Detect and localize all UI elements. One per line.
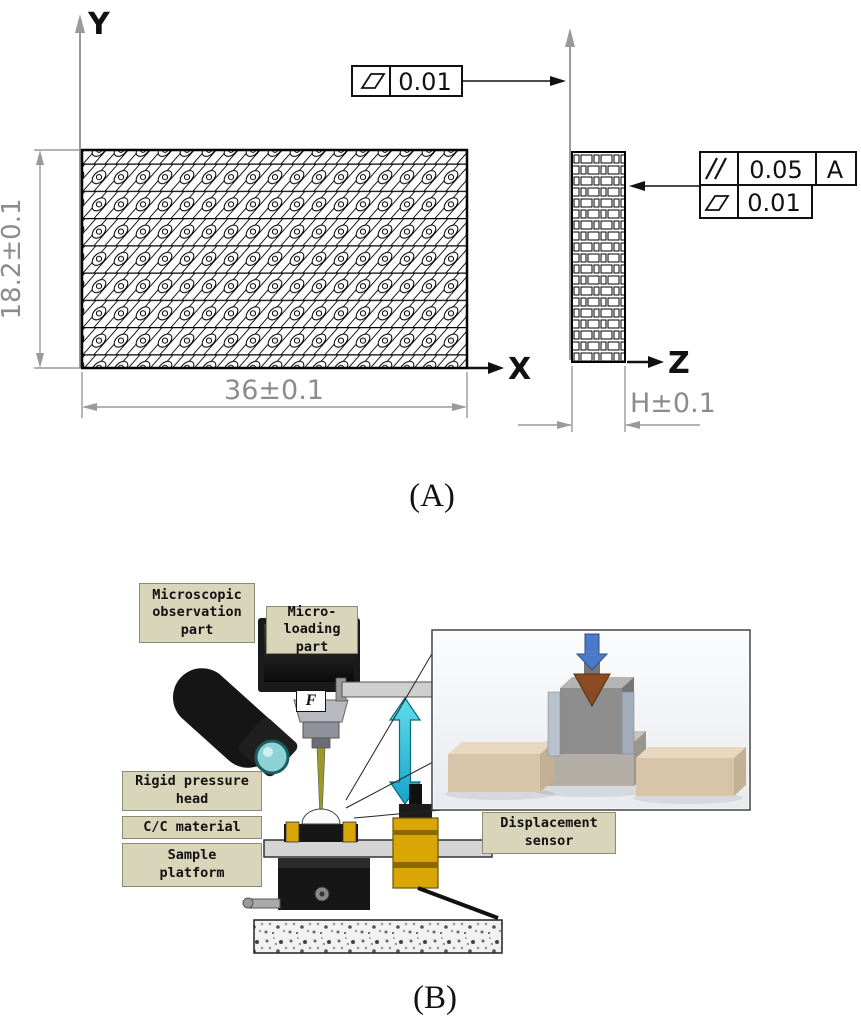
microscope-lens <box>254 739 290 775</box>
z-axis-label: Z <box>668 346 690 381</box>
loading-head <box>293 699 349 819</box>
fcf-flatness-side-value: 0.01 <box>747 189 800 217</box>
panel-b-schematic <box>172 618 751 954</box>
fcf-flatness-top <box>351 65 566 97</box>
panel-b-label: (B) <box>413 980 457 1016</box>
inset-left-base <box>448 742 554 792</box>
height-dimension <box>34 149 80 369</box>
pressure-needle <box>316 747 326 819</box>
inset-load-arrow-icon <box>575 633 609 671</box>
callout-sample-platform: Sample platform <box>122 843 262 887</box>
leader-arrow-icon <box>629 181 645 191</box>
sample-assembly <box>284 808 358 843</box>
y-axis-label: Y <box>87 7 111 42</box>
force-label-box: F <box>296 690 326 712</box>
width-dimension-text: 36±0.1 <box>224 375 324 406</box>
fcf-side <box>629 151 857 219</box>
side-vertical-axis <box>565 28 575 360</box>
cc-sample <box>301 808 341 825</box>
inset-right-base <box>636 747 746 796</box>
x-axis-label: X <box>508 352 531 387</box>
front-view-specimen <box>80 148 469 370</box>
thickness-dimension-text: H±0.1 <box>630 388 716 419</box>
parallelism-icon <box>705 157 727 180</box>
x-axis <box>467 362 504 374</box>
fcf-parallelism-datum: A <box>827 156 844 184</box>
x-axis-arrow-icon <box>488 362 504 374</box>
flatness-icon <box>704 195 730 211</box>
height-dimension-text: 18.2±0.1 <box>0 198 27 319</box>
fcf-parallelism-value: 0.05 <box>749 156 802 184</box>
leader-arrow-icon <box>550 76 566 86</box>
y-axis-arrow-icon <box>75 14 85 33</box>
positioning-stage <box>242 858 370 910</box>
flatness-icon <box>360 73 386 89</box>
granite-base <box>253 919 503 954</box>
y-axis <box>75 14 85 368</box>
side-axis-arrow-icon <box>565 28 575 47</box>
fcf-flatness-top-value: 0.01 <box>398 68 451 96</box>
callout-displacement-sensor: Displacement sensor <box>482 812 616 854</box>
microscope <box>172 668 298 777</box>
side-view-specimen <box>571 151 626 363</box>
z-axis <box>627 356 664 368</box>
width-dimension <box>81 372 468 418</box>
displacement-sensor-device <box>392 784 439 889</box>
callout-microscopic-observation: Microscopic observation part <box>139 583 255 643</box>
inset-specimen <box>547 677 635 757</box>
callout-cc-material: C/C material <box>122 816 262 839</box>
callout-rigid-pressure-head: Rigid pressure head <box>122 771 262 811</box>
thickness-dimension <box>518 366 700 432</box>
inset-render <box>431 629 751 811</box>
panel-a-label: (A) <box>409 478 455 514</box>
callout-micro-loading: Micro- loading part <box>266 604 358 655</box>
z-axis-arrow-icon <box>648 356 664 368</box>
panel-a-drawing: Y X 18.2±0.1 36±0.1 <box>0 7 857 432</box>
support-rod <box>417 886 499 920</box>
platform-bar <box>263 839 493 858</box>
